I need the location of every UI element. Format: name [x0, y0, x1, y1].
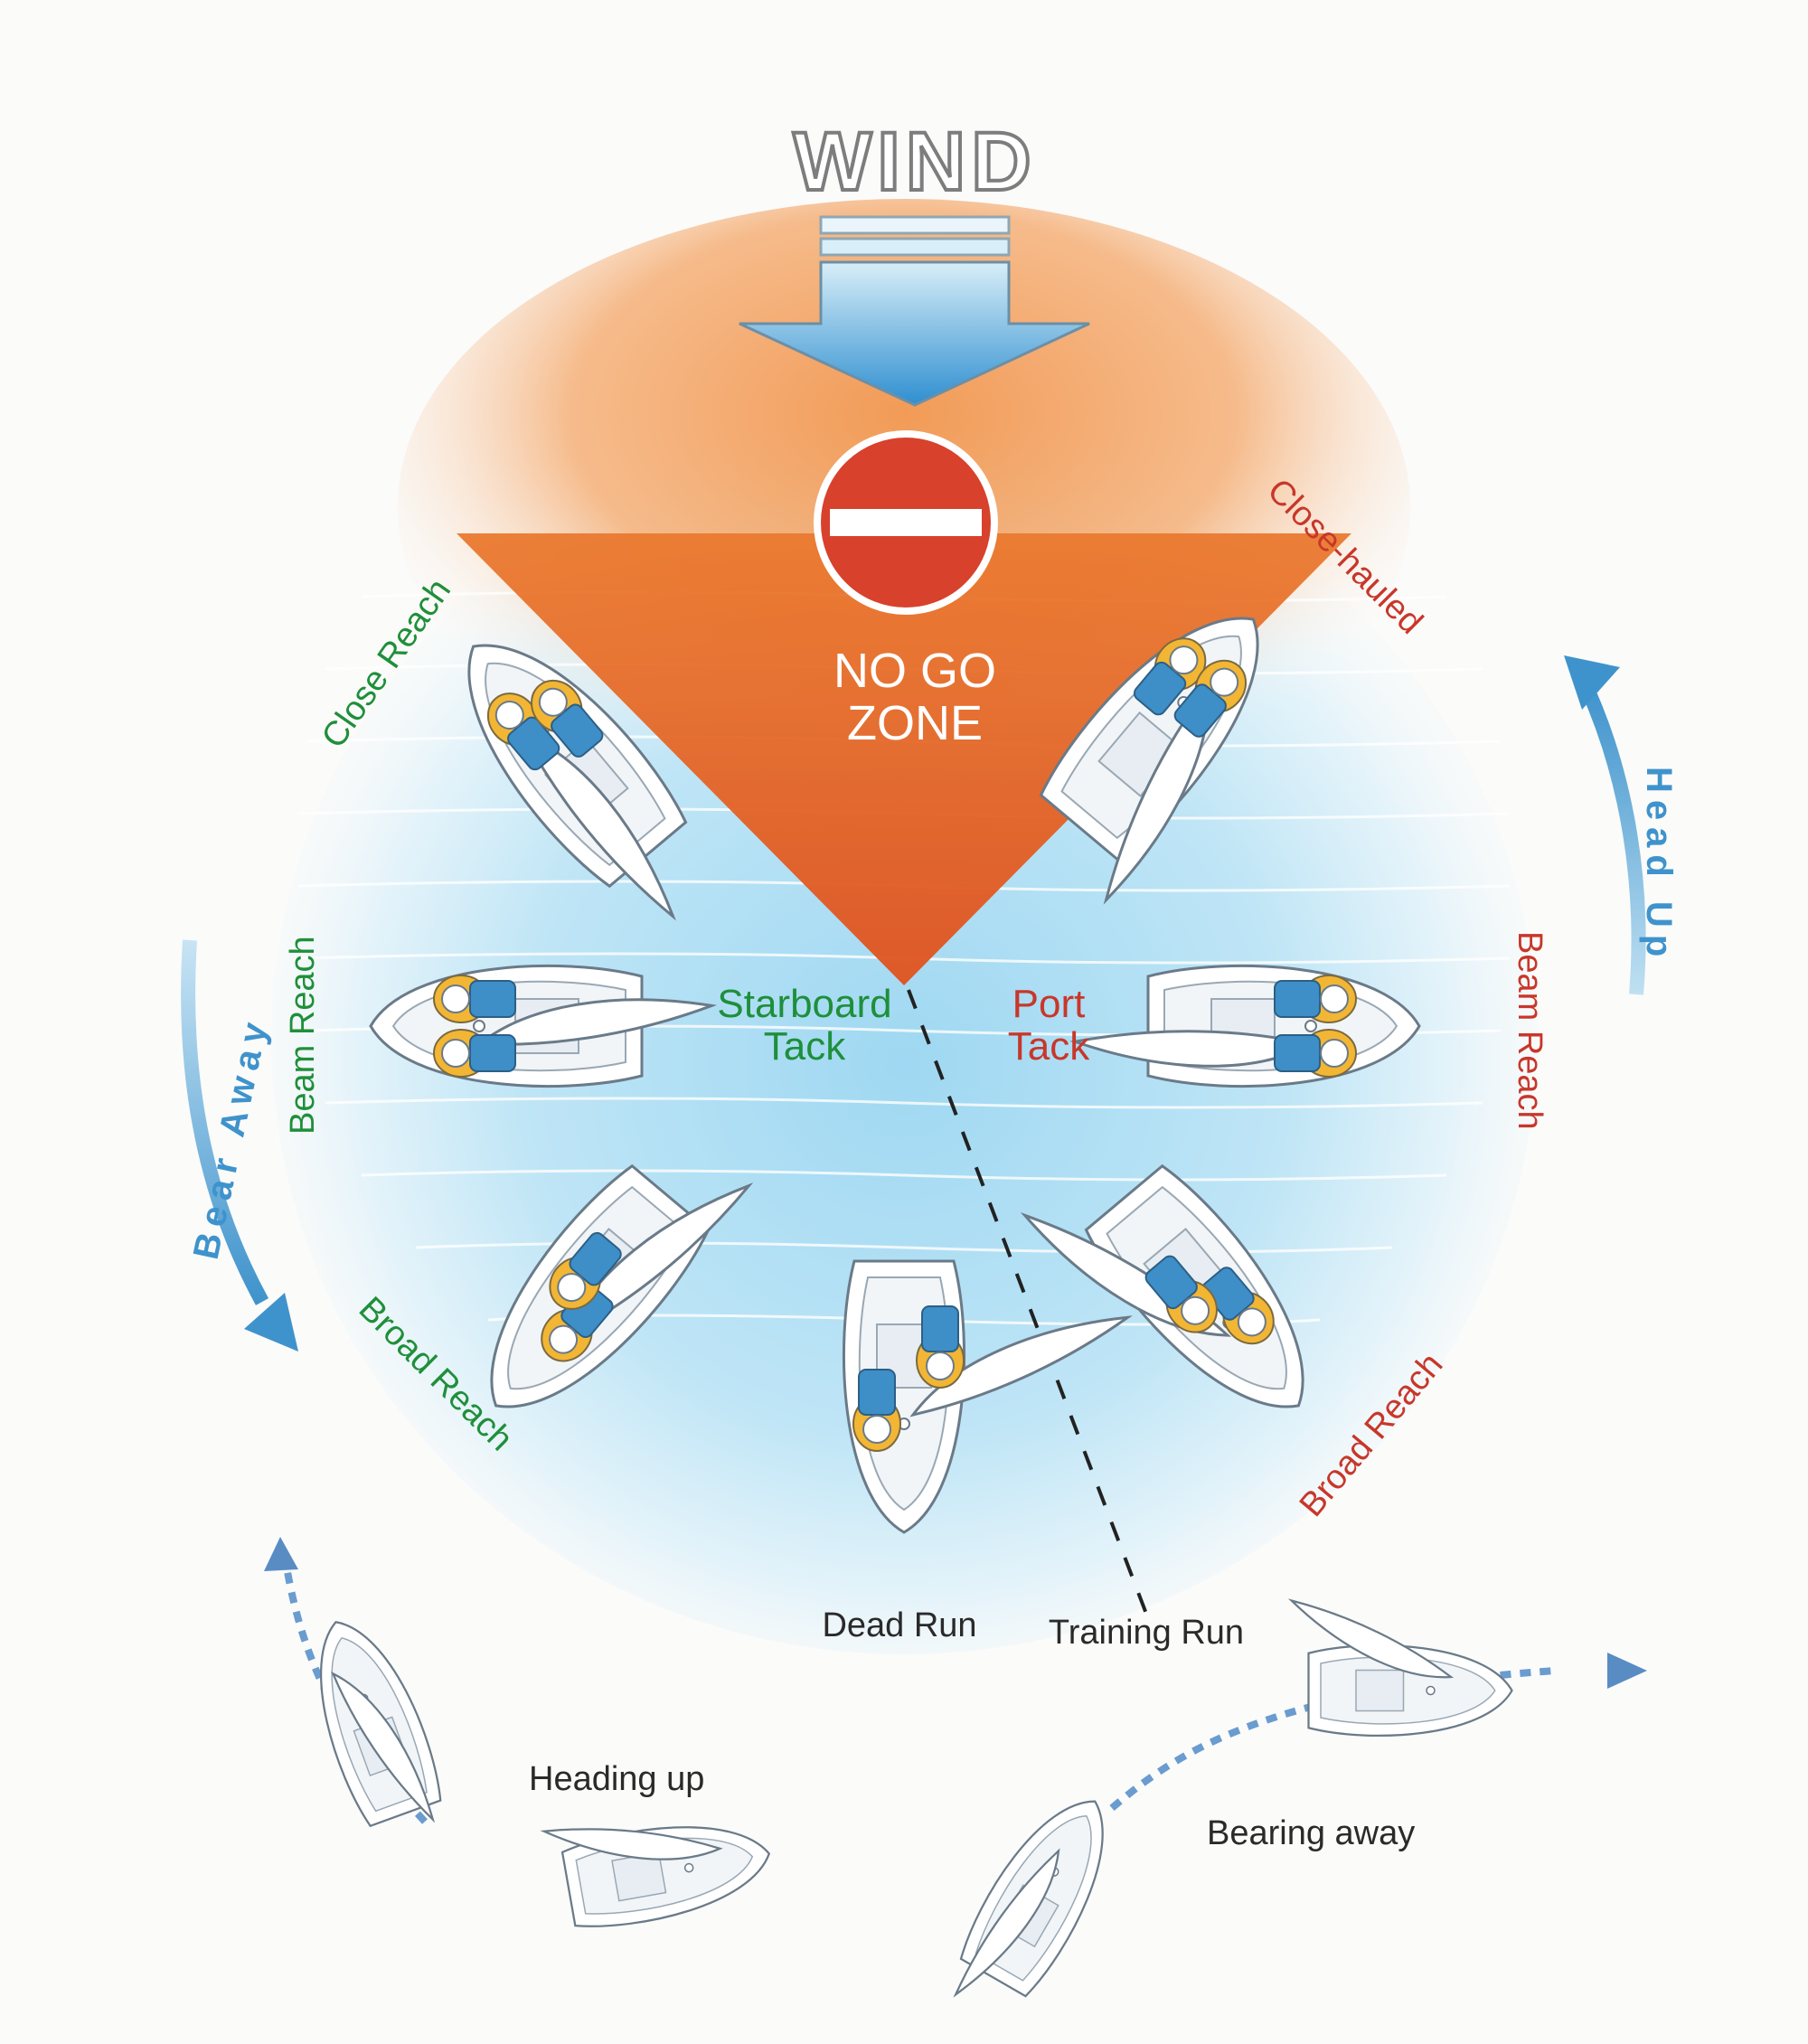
label-beam-reach-left: Beam Reach — [284, 936, 322, 1135]
no-entry-icon — [814, 430, 998, 615]
bearing-away-boat-2 — [1285, 1585, 1513, 1738]
label-beam-reach-right: Beam Reach — [1511, 931, 1549, 1130]
no-go-line1: NO GO — [833, 644, 996, 698]
no-go-zone — [457, 533, 1351, 985]
bearing-away-boat-1 — [941, 1777, 1135, 2002]
label-head-up: Head Up — [1639, 767, 1679, 964]
bear-away-arrow — [181, 939, 298, 1352]
label-starboard-line1: Starboard — [717, 982, 891, 1026]
heading-up-sequence — [264, 1537, 778, 1935]
head-up-arrow — [1564, 655, 1646, 995]
label-bearing-away: Bearing away — [1207, 1814, 1415, 1852]
bearing-away-sequence — [941, 1585, 1647, 2002]
label-starboard-line2: Tack — [764, 1024, 846, 1069]
label-heading-up: Heading up — [529, 1760, 704, 1798]
no-go-line2: ZONE — [847, 696, 983, 750]
label-port-line2: Tack — [1008, 1024, 1090, 1069]
wind-arrow-icon — [739, 215, 1090, 407]
label-dead-run: Dead Run — [822, 1606, 976, 1644]
heading-up-boat-1 — [292, 1606, 449, 1830]
label-training-run: Training Run — [1049, 1614, 1244, 1652]
heading-up-boat-2 — [541, 1808, 778, 1935]
label-port-line1: Port — [1012, 982, 1086, 1026]
wind-label: WIND — [793, 116, 1036, 208]
